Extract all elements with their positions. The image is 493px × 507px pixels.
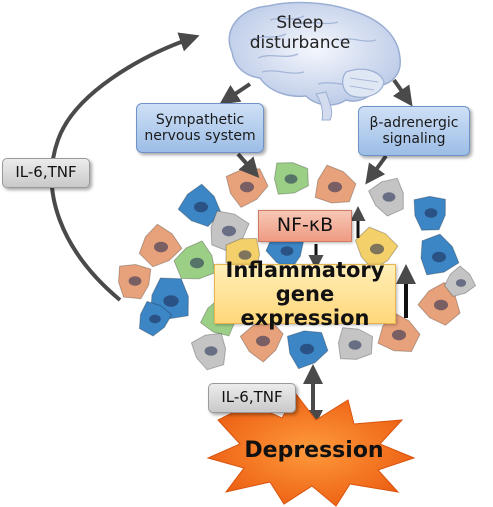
cell-nucleus xyxy=(153,241,169,253)
cell-nucleus xyxy=(149,314,161,324)
brain-icon xyxy=(228,1,401,121)
cell-nucleus xyxy=(204,346,218,356)
cell-nucleus xyxy=(163,295,179,307)
cell-nucleus xyxy=(327,181,343,193)
node-sleep-disturbance: Sleep disturbance xyxy=(249,13,351,53)
cell-nucleus xyxy=(299,343,315,355)
arrow-sleep-to-sympathetic xyxy=(219,82,252,105)
cell-nucleus xyxy=(239,181,255,193)
cell-nucleus xyxy=(238,250,252,260)
cell-nucleus xyxy=(348,340,362,350)
node-depression: Depression xyxy=(244,438,384,464)
arrow-feedback-to-sleep xyxy=(49,32,200,302)
node-beta-adrenergic-signaling: β-adrenergic signaling xyxy=(358,106,470,156)
cell-nucleus xyxy=(284,174,298,184)
cell-nucleus xyxy=(433,299,449,311)
cell-nucleus xyxy=(391,329,407,341)
node-nf-kb: NF-κB xyxy=(258,210,352,242)
arrow-sleep-to-beta xyxy=(392,78,413,107)
cell-nucleus xyxy=(280,246,294,256)
cell-nucleus xyxy=(255,335,271,347)
arrow-beta-to-cells xyxy=(365,154,388,185)
cytokine-label-left: IL-6,TNF xyxy=(2,158,90,188)
cell-nucleus xyxy=(431,251,447,263)
cell-nucleus xyxy=(455,279,467,287)
cell-nucleus xyxy=(193,201,209,213)
cell-nucleus xyxy=(369,243,385,255)
cell-nucleus xyxy=(382,192,396,202)
node-inflammatory-gene-expression: Inflammatory gene expression xyxy=(214,258,396,330)
node-sympathetic-nervous-system: Sympathetic nervous system xyxy=(136,103,264,153)
cell-nucleus xyxy=(189,257,205,269)
cell-nucleus xyxy=(424,208,438,218)
arrow-sympathetic-to-cells xyxy=(236,152,260,178)
cytokine-label-bottom: IL-6,TNF xyxy=(208,383,296,413)
cell-nucleus xyxy=(221,225,237,237)
depression-burst xyxy=(206,393,416,507)
cell-nucleus xyxy=(128,276,142,286)
